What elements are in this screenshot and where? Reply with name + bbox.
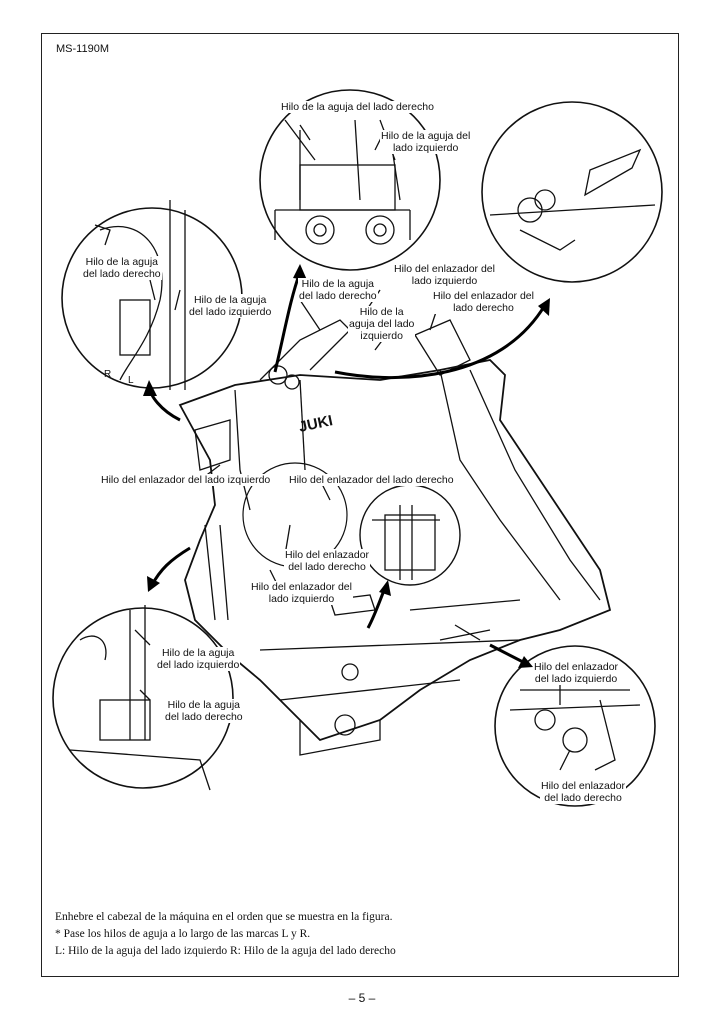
label-looper-left-long: Hilo del enlazador del lado izquierdo: [100, 474, 272, 486]
instruction-line-3: L: Hilo de la aguja del lado izquierdo R…: [55, 945, 396, 957]
label-needle-left-top: Hilo de la aguja del lado izquierdo: [380, 130, 472, 154]
label-needle-right-center: Hilo de la aguja del lado derecho: [298, 278, 378, 302]
label-needle-left-bottom: Hilo de la aguja del lado izquierdo: [156, 647, 241, 671]
mark-r: R: [104, 369, 112, 380]
label-looper-left-mid: Hilo del enlazador del lado izquierdo: [250, 581, 353, 605]
detail-circle-bottom-right: [494, 645, 656, 807]
detail-circle-top-right: [481, 101, 663, 283]
label-needle-left-a: Hilo de la aguja del lado izquierdo: [188, 294, 273, 318]
label-looper-left-br: Hilo del enlazador del lado izquierdo: [533, 661, 620, 685]
mark-l: L: [128, 375, 134, 386]
label-looper-right-br: Hilo del enlazador del lado derecho: [540, 780, 627, 804]
instructions: Enhebre el cabezal de la máquina en el o…: [55, 909, 655, 960]
label-looper-right-center: Hilo del enlazador del lado derecho: [432, 290, 535, 314]
page-number: – 5 –: [348, 991, 376, 1005]
instruction-line-1: Enhebre el cabezal de la máquina en el o…: [55, 911, 393, 923]
label-needle-right-top: Hilo de la aguja del lado derecho: [280, 101, 435, 113]
label-looper-right-mid: Hilo del enlazador del lado derecho: [284, 549, 371, 573]
instruction-line-2: * Pase los hilos de aguja a lo largo de …: [55, 928, 311, 940]
label-needle-right-bottom: Hilo de la aguja del lado derecho: [164, 699, 244, 723]
label-looper-right-long: Hilo del enlazador del lado derecho: [288, 474, 455, 486]
label-needle-right-a: Hilo de la aguja del lado derecho: [82, 256, 162, 280]
detail-circle-bottom-left: [52, 607, 234, 789]
model-number: MS-1190M: [56, 43, 109, 55]
detail-circle-top: [259, 89, 441, 271]
label-needle-left-center: Hilo de la aguja del lado izquierdo: [348, 306, 416, 342]
page-frame: [41, 33, 679, 977]
brand-logo: JUKI: [297, 412, 334, 436]
label-looper-left-center: Hilo del enlazador del lado izquierdo: [393, 263, 496, 287]
